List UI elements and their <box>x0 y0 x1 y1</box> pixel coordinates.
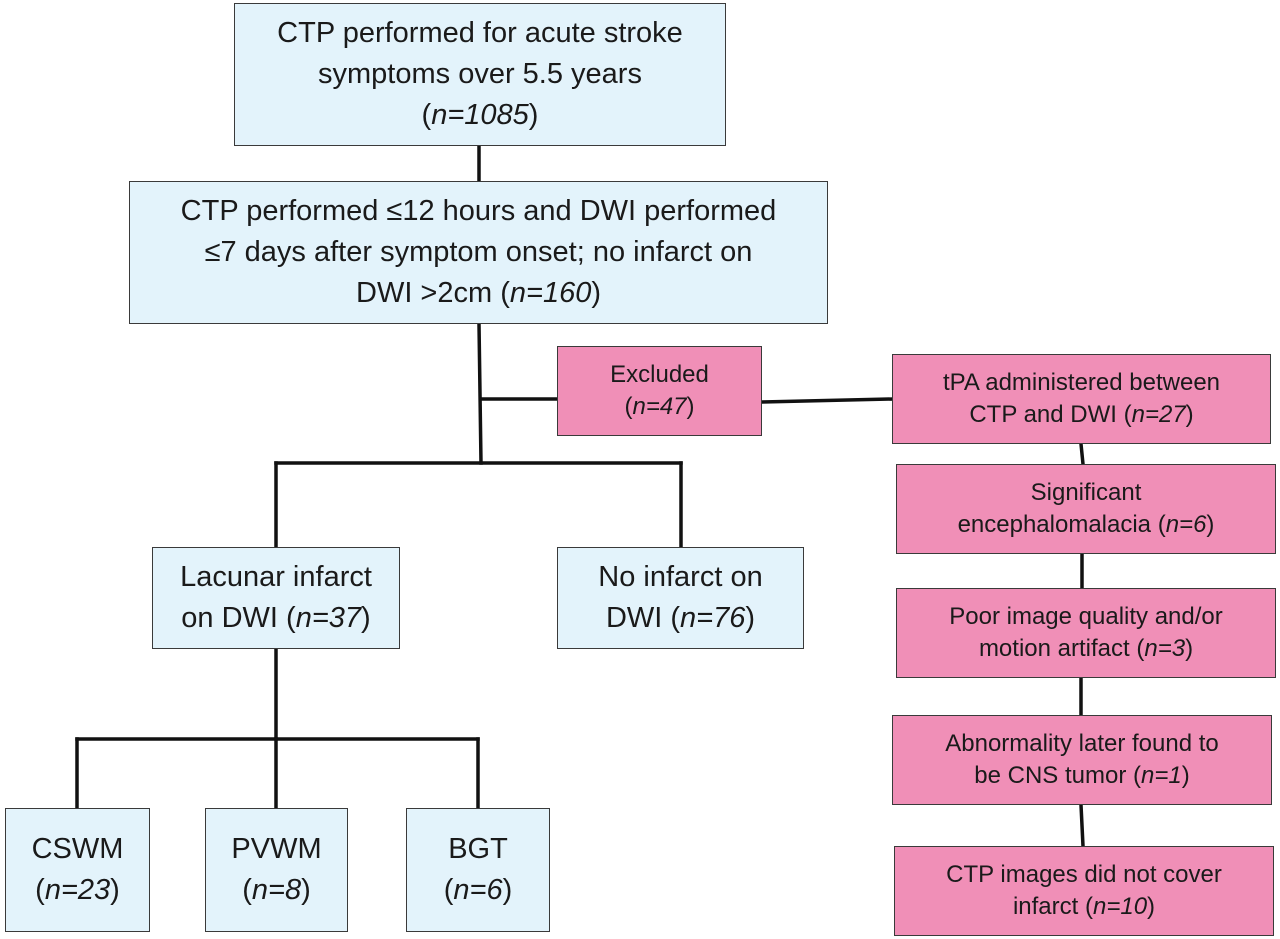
subgroup-box-pvwm: PVWM (n=8) <box>205 808 348 932</box>
ctp-performed-line-1: CTP performed for acute stroke <box>277 17 683 49</box>
no-infarct-line-2-text: DWI <box>605 602 663 634</box>
exclusion-line-2-tpa: CTP and DWI (n=27) <box>969 401 1194 428</box>
ctp-performed-count: n=1085 <box>431 99 529 131</box>
lacunar-line-1: Lacunar infarct <box>180 561 372 593</box>
exclusion-line-1-poor-image: Poor image quality and/or <box>949 603 1223 630</box>
no-infarct-line-1: No infarct on <box>598 561 763 593</box>
exclusion-line-1-cns-tumor: Abnormality later found to <box>945 730 1219 757</box>
subgroup-count-line-bgt: (n=6) <box>443 874 513 906</box>
lacunar-line-2-text: on DWI <box>181 602 278 634</box>
inclusion-line-3: DWI >2cm (n=160) <box>356 277 601 309</box>
connector-criteria-trunk <box>477 322 483 465</box>
subgroup-count-line-pvwm: (n=8) <box>242 874 311 906</box>
exclusion-line-2-poor-image: motion artifact (n=3) <box>978 635 1194 662</box>
excluded-count-line: (n=47) <box>624 393 695 420</box>
exclusion-text-encephalomalacia: encephalomalacia <box>957 511 1152 538</box>
exclusion-count-coverage: n=10 <box>1092 893 1148 920</box>
exclusion-line-1-encephalomalacia: Significant <box>1030 479 1142 506</box>
exclusion-line-1-tpa: tPA administered between <box>942 369 1221 396</box>
exclusion-box-coverage: CTP images did not cover infarct (n=10) <box>894 846 1274 936</box>
lacunar-infarct-box: Lacunar infarct on DWI (n=37) <box>152 547 400 649</box>
no-infarct-box: No infarct on DWI (n=76) <box>557 547 804 649</box>
connector-tumor-to-cover <box>1079 803 1085 848</box>
exclusion-text-cns-tumor: be CNS tumor <box>974 762 1127 789</box>
ctp-performed-count-line: (n=1085) <box>421 99 539 131</box>
inclusion-count: n=160 <box>509 277 592 309</box>
inclusion-line-3-text: DWI >2cm <box>356 277 493 309</box>
subgroup-count-line-cswm: (n=23) <box>35 874 120 906</box>
exclusion-count-poor-image: n=3 <box>1144 635 1186 662</box>
exclusion-count-cns-tumor: n=1 <box>1141 762 1182 789</box>
exclusion-text-tpa: CTP and DWI <box>969 401 1117 428</box>
subgroup-label-pvwm: PVWM <box>231 833 322 865</box>
exclusion-text-coverage: infarct <box>1012 893 1079 920</box>
no-infarct-count: n=76 <box>680 602 746 634</box>
excluded-box: Excluded (n=47) <box>557 346 762 436</box>
exclusion-line-2-encephalomalacia: encephalomalacia (n=6) <box>957 511 1215 538</box>
ctp-performed-line-2: symptoms over 5.5 years <box>318 58 642 90</box>
exclusion-line-1-coverage: CTP images did not cover <box>946 861 1222 888</box>
subgroup-label-cswm: CSWM <box>31 833 124 865</box>
no-infarct-line-2: DWI (n=76) <box>605 602 756 634</box>
lacunar-count: n=37 <box>295 602 362 634</box>
subgroup-box-bgt: BGT (n=6) <box>406 808 550 932</box>
excluded-label: Excluded <box>610 361 709 388</box>
ctp-performed-box: CTP performed for acute stroke symptoms … <box>234 3 726 146</box>
excluded-count: n=47 <box>632 393 687 420</box>
subgroup-count-bgt: n=6 <box>453 874 503 906</box>
exclusion-count-tpa: n=27 <box>1131 401 1186 428</box>
inclusion-line-2: ≤7 days after symptom onset; no infarct … <box>204 236 753 268</box>
exclusion-line-2-cns-tumor: be CNS tumor (n=1) <box>974 762 1190 789</box>
exclusion-box-encephalomalacia: Significant encephalomalacia (n=6) <box>896 464 1276 554</box>
exclusion-text-poor-image: motion artifact <box>978 635 1130 662</box>
exclusion-count-encephalomalacia: n=6 <box>1165 511 1207 538</box>
subgroup-label-bgt: BGT <box>448 833 508 865</box>
subgroup-count-cswm: n=23 <box>44 874 111 906</box>
inclusion-criteria-box: CTP performed ≤12 hours and DWI performe… <box>129 181 828 324</box>
lacunar-line-2: on DWI (n=37) <box>181 602 371 634</box>
subgroup-box-cswm: CSWM (n=23) <box>5 808 150 932</box>
exclusion-line-2-coverage: infarct (n=10) <box>1012 893 1156 920</box>
subgroup-count-pvwm: n=8 <box>251 874 302 906</box>
exclusion-box-cns-tumor: Abnormality later found to be CNS tumor … <box>892 715 1272 805</box>
connector-excluded-to-tpa <box>760 397 894 404</box>
exclusion-box-tpa: tPA administered between CTP and DWI (n=… <box>892 354 1271 444</box>
connector-tpa-to-enceph <box>1079 442 1085 466</box>
exclusion-box-poor-image: Poor image quality and/or motion artifac… <box>896 588 1276 678</box>
inclusion-line-1: CTP performed ≤12 hours and DWI performe… <box>180 195 777 227</box>
